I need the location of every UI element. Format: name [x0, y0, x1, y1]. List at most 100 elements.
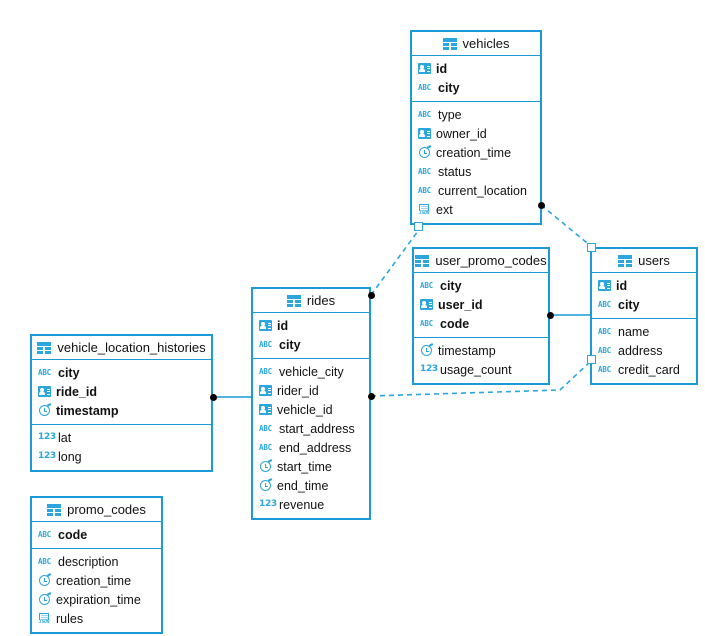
number-icon: 123 [38, 451, 56, 461]
pk-column-code[interactable]: ABC code [414, 314, 548, 333]
column-address[interactable]: ABC address [592, 341, 696, 360]
pk-column-timestamp[interactable]: timestamp [32, 401, 211, 420]
column-label: code [58, 527, 88, 542]
abc-icon: ABC [598, 300, 611, 309]
column-label: timestamp [438, 343, 496, 358]
column-label: city [58, 365, 80, 380]
column-label: creation_time [436, 145, 512, 160]
column-label: revenue [279, 497, 325, 512]
table-header-users[interactable]: users [592, 249, 696, 273]
pk-column-city[interactable]: ABC city [592, 295, 696, 314]
column-label: expiration_time [56, 592, 141, 607]
column-label: vehicle_id [277, 402, 333, 417]
pk-column-ride_id[interactable]: ride_id [32, 382, 211, 401]
json-icon: JSON [418, 203, 431, 216]
table-header-vehicles[interactable]: vehicles [412, 32, 540, 56]
column-vehicle_id[interactable]: vehicle_id [253, 400, 369, 419]
column-creation_time[interactable]: creation_time [32, 571, 161, 590]
clock-icon [38, 592, 51, 606]
table-header-vehicle_location_histories[interactable]: vehicle_location_histories [32, 336, 211, 360]
clock-icon [418, 145, 431, 159]
id-badge-icon [420, 299, 433, 310]
table-header-user_promo_codes[interactable]: user_promo_codes [414, 249, 548, 273]
number-icon: 123 [259, 499, 277, 509]
column-type[interactable]: ABC type [412, 105, 540, 124]
column-label: start_address [279, 421, 355, 436]
abc-icon: ABC [418, 186, 431, 195]
column-label: vehicle_city [279, 364, 344, 379]
column-label: start_time [277, 459, 332, 474]
column-end_time[interactable]: end_time [253, 476, 369, 495]
table-icon [37, 341, 52, 354]
pk-column-id[interactable]: id [412, 59, 540, 78]
id-badge-icon [598, 280, 611, 291]
column-timestamp[interactable]: timestamp [414, 341, 548, 360]
column-expiration_time[interactable]: expiration_time [32, 590, 161, 609]
column-owner_id[interactable]: owner_id [412, 124, 540, 143]
column-label: usage_count [440, 362, 512, 377]
table-header-rides[interactable]: rides [253, 289, 369, 313]
column-rider_id[interactable]: rider_id [253, 381, 369, 400]
abc-icon: ABC [418, 110, 431, 119]
pk-column-user_id[interactable]: user_id [414, 295, 548, 314]
table-title: users [638, 253, 670, 268]
id-badge-icon [259, 320, 272, 331]
pk-column-id[interactable]: id [592, 276, 696, 295]
column-label: address [618, 343, 663, 358]
connector-square-users-top [587, 243, 596, 252]
table-title: vehicles [462, 36, 510, 51]
column-label: code [440, 316, 470, 331]
column-label: city [618, 297, 640, 312]
id-badge-icon [418, 128, 431, 139]
column-label: id [436, 61, 448, 76]
column-label: type [438, 107, 462, 122]
abc-icon: ABC [38, 557, 51, 566]
clock-icon [259, 459, 272, 473]
column-label: creation_time [56, 573, 132, 588]
abc-icon: ABC [598, 346, 611, 355]
column-creation_time[interactable]: creation_time [412, 143, 540, 162]
pk-column-id[interactable]: id [253, 316, 369, 335]
id-badge-icon [259, 404, 272, 415]
column-label: ext [436, 202, 453, 217]
edge-rides-vehicles [370, 230, 419, 296]
column-start_time[interactable]: start_time [253, 457, 369, 476]
clock-icon [38, 573, 51, 587]
connector-square-vehicles-bottom [414, 222, 423, 231]
table-title: promo_codes [67, 502, 146, 517]
column-label: timestamp [56, 403, 119, 418]
column-ext[interactable]: JSON ext [412, 200, 540, 219]
table-header-promo_codes[interactable]: promo_codes [32, 498, 161, 522]
abc-icon: ABC [420, 319, 433, 328]
